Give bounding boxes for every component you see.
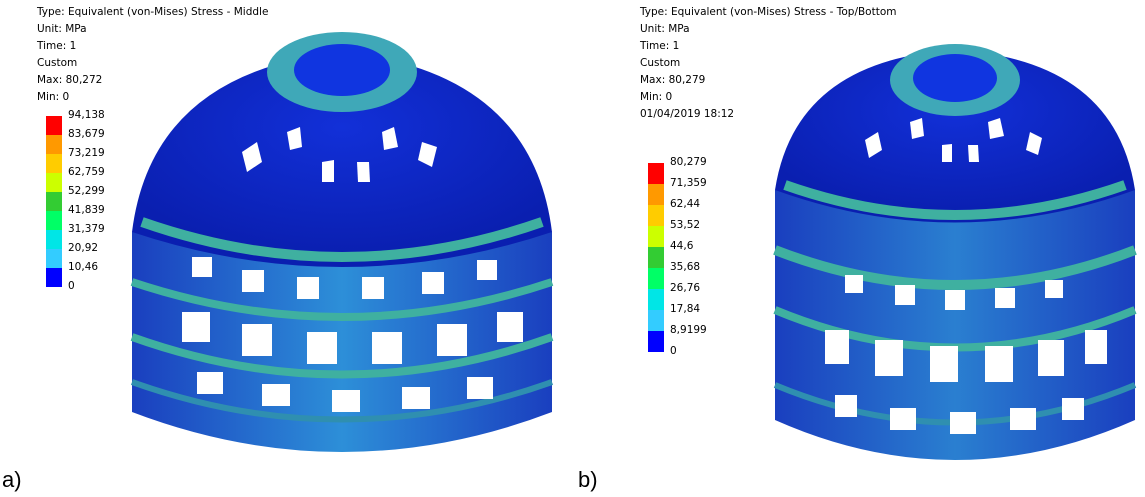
legend-swatch <box>648 184 664 205</box>
legend-label: 53,52 <box>670 219 701 231</box>
info-min: Min: 0 <box>37 91 70 103</box>
legend-label: 0 <box>68 280 75 292</box>
legend-label: 0 <box>670 345 677 357</box>
panel-caption: b) <box>578 467 598 492</box>
panel-b: Type: Equivalent (von-Mises) Stress - To… <box>572 0 1144 497</box>
legend-label: 41,839 <box>68 204 105 216</box>
info-unit: Unit: MPa <box>37 23 87 35</box>
legend-swatch <box>46 154 62 173</box>
legend-swatch <box>46 249 62 268</box>
legend-label: 71,359 <box>670 177 707 189</box>
legend-swatch <box>46 230 62 249</box>
legend-label: 83,679 <box>68 128 105 140</box>
legend-swatch <box>46 116 62 135</box>
stress-model-image <box>130 32 554 452</box>
legend-label: 62,759 <box>68 166 105 178</box>
panel-caption: a) <box>2 467 22 492</box>
info-custom: Custom <box>640 57 681 69</box>
legend-swatch <box>648 331 664 352</box>
info-time: Time: 1 <box>640 40 680 52</box>
legend-label: 26,76 <box>670 282 701 294</box>
legend-swatch <box>648 310 664 331</box>
legend-label: 73,219 <box>68 147 105 159</box>
legend-label: 94,138 <box>68 109 105 121</box>
legend-label: 31,379 <box>68 223 105 235</box>
info-timestamp: 01/04/2019 18:12 <box>640 108 735 120</box>
legend-swatch <box>648 268 664 289</box>
info-time: Time: 1 <box>37 40 77 52</box>
info-max: Max: 80,272 <box>37 74 103 86</box>
legend-swatch <box>46 268 62 287</box>
info-custom: Custom <box>37 57 78 69</box>
info-type: Type: Equivalent (von-Mises) Stress - Mi… <box>37 6 269 18</box>
legend-label: 20,92 <box>68 242 99 254</box>
legend-swatch <box>46 135 62 154</box>
legend-swatch <box>648 247 664 268</box>
legend-swatch <box>648 226 664 247</box>
legend-label: 52,299 <box>68 185 105 197</box>
legend-label: 35,68 <box>670 261 701 273</box>
legend-label: 80,279 <box>670 156 707 168</box>
legend-swatch <box>46 173 62 192</box>
legend-swatch <box>648 163 664 184</box>
legend-swatch <box>648 289 664 310</box>
legend-label: 17,84 <box>670 303 701 315</box>
info-max: Max: 80,279 <box>640 74 706 86</box>
result-info-block: Type: Equivalent (von-Mises) Stress - Mi… <box>37 4 268 106</box>
legend-swatch <box>648 205 664 226</box>
legend-label: 10,46 <box>68 261 99 273</box>
info-min: Min: 0 <box>640 91 673 103</box>
info-type: Type: Equivalent (von-Mises) Stress - To… <box>640 6 897 18</box>
info-unit: Unit: MPa <box>640 23 690 35</box>
legend-swatch <box>46 192 62 211</box>
stress-model-image <box>773 44 1137 460</box>
legend-swatch <box>46 211 62 230</box>
legend-label: 62,44 <box>670 198 701 210</box>
legend-label: 44,6 <box>670 240 694 252</box>
result-info-block: Type: Equivalent (von-Mises) Stress - To… <box>640 4 897 123</box>
legend-label: 8,9199 <box>670 324 707 336</box>
panel-a: Type: Equivalent (von-Mises) Stress - Mi… <box>0 0 572 497</box>
